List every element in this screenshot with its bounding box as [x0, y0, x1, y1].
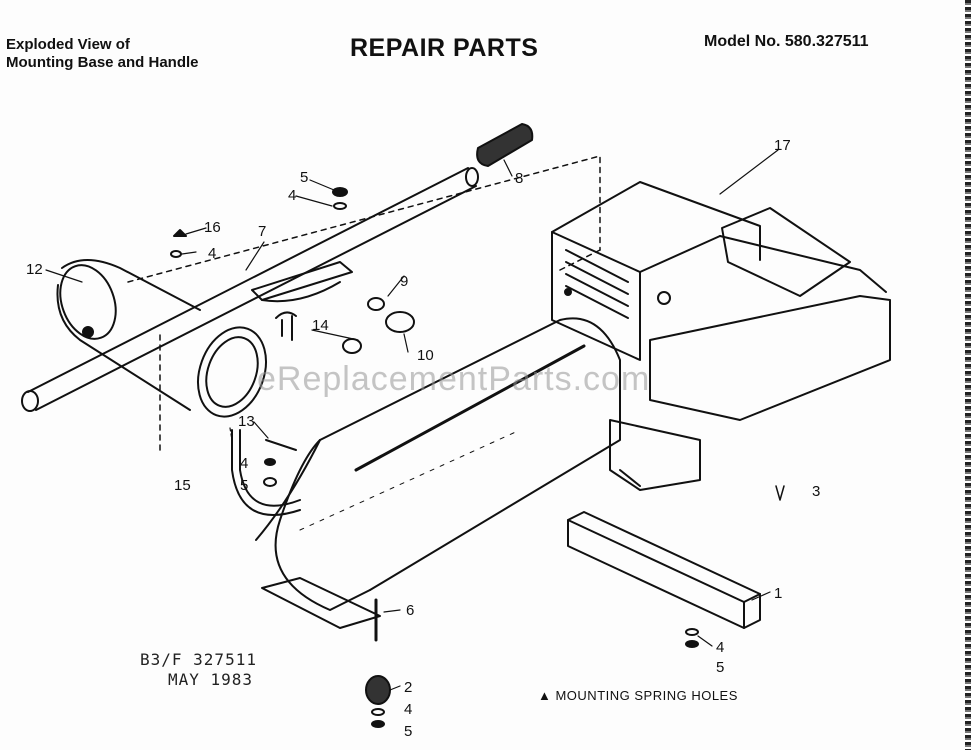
shroud-outline	[127, 155, 601, 451]
callout-4: 4	[716, 639, 724, 656]
callout-13: 13	[238, 413, 255, 430]
callout-4: 4	[208, 245, 216, 262]
subtitle-line-1: Exploded View of	[6, 36, 130, 53]
callout-12: 12	[26, 261, 43, 278]
base-rail	[567, 511, 761, 629]
callout-4: 4	[288, 187, 296, 204]
callout-7: 7	[258, 223, 266, 240]
callout-1: 1	[774, 585, 782, 602]
callout-5: 5	[404, 723, 412, 740]
end-cap-part	[56, 259, 201, 411]
callout-17: 17	[774, 137, 791, 154]
mounting-holes-note: ▲ MOUNTING SPRING HOLES	[538, 688, 738, 703]
subtitle-line-2: Mounting Base and Handle	[6, 54, 199, 71]
diagram-subtitle: Exploded View of Mounting Base and Handl…	[6, 36, 199, 72]
watermark: eReplacementParts.com	[257, 360, 651, 398]
callout-2: 2	[404, 679, 412, 696]
callout-5: 5	[240, 477, 248, 494]
mounting-bracket	[251, 261, 353, 303]
callout-6: 6	[406, 602, 414, 619]
scan-edge	[965, 0, 971, 750]
tank-end-ring	[197, 326, 267, 418]
callout-5: 5	[300, 169, 308, 186]
page-title: REPAIR PARTS	[350, 34, 539, 62]
handle-grip	[476, 123, 534, 167]
callout-3: 3	[812, 483, 820, 500]
model-number: Model No. 580.327511	[704, 33, 869, 50]
air-tank	[255, 317, 621, 611]
callout-15: 15	[174, 477, 191, 494]
hardware-items	[170, 187, 785, 728]
tank-foot	[261, 577, 381, 629]
callout-5: 5	[716, 659, 724, 676]
drawing-stamp-number: B3/F 327511	[140, 650, 257, 669]
callout-14: 14	[312, 317, 329, 334]
engine	[551, 181, 891, 491]
callout-10: 10	[417, 347, 434, 364]
callout-9: 9	[400, 273, 408, 290]
drawing-stamp-date: MAY 1983	[168, 670, 254, 689]
callout-8: 8	[515, 170, 523, 187]
callout-16: 16	[204, 219, 221, 236]
callout-4: 4	[404, 701, 412, 718]
callout-4: 4	[240, 455, 248, 472]
leader-lines	[45, 149, 779, 691]
callout-labels: 17 8 5 4 16 7 4 12 9 14 10 13 4 5 15 3 1…	[26, 137, 820, 740]
